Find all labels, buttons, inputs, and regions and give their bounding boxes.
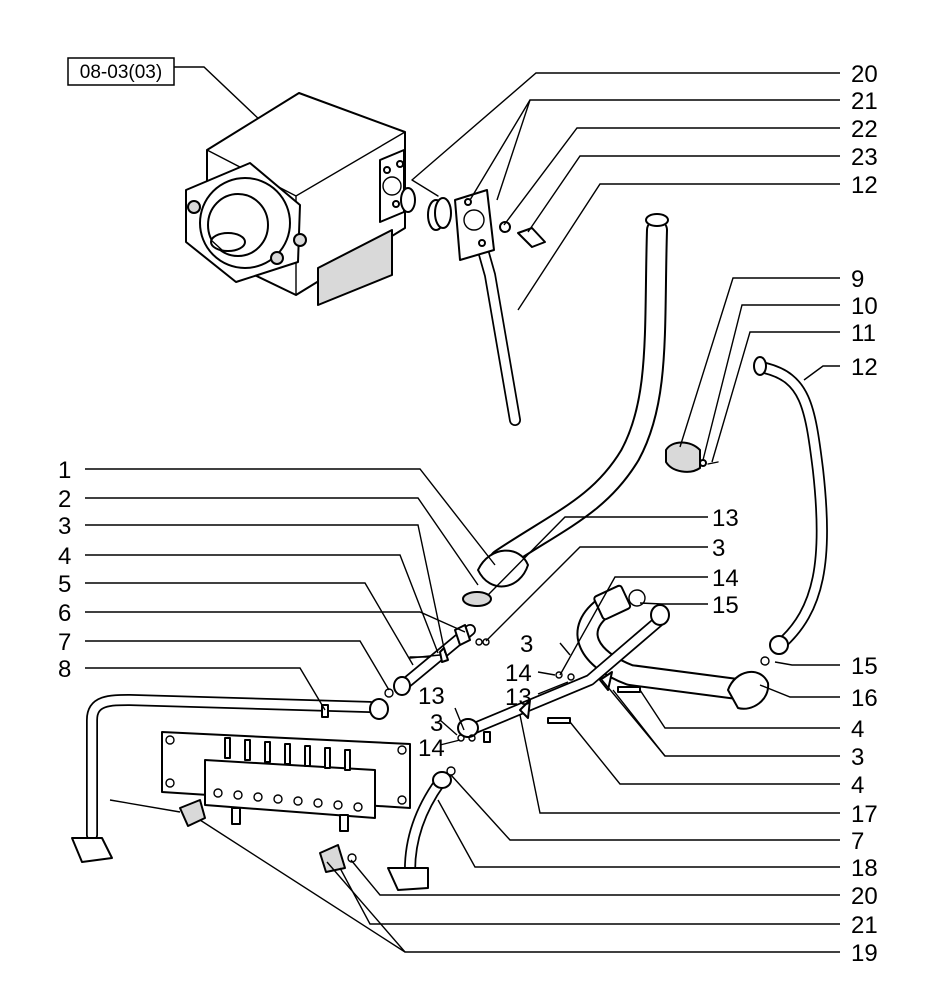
callout-7-right[interactable]: 7: [851, 828, 864, 855]
callout-10[interactable]: 10: [851, 293, 878, 320]
callout-3-right[interactable]: 3: [851, 744, 864, 771]
clamp-9: [665, 441, 719, 473]
suction-pipe-top: [400, 179, 546, 426]
callout-21-bottom[interactable]: 21: [851, 912, 878, 939]
callout-15-right[interactable]: 15: [851, 653, 878, 680]
callout-22-top[interactable]: 22: [851, 116, 878, 143]
callout-3-mid[interactable]: 3: [712, 535, 725, 562]
callout-16[interactable]: 16: [851, 685, 878, 712]
callout-14-center[interactable]: 14: [505, 660, 532, 687]
callout-13-center[interactable]: 13: [505, 684, 532, 711]
callout-13-lower[interactable]: 13: [418, 683, 445, 710]
callout-12-top[interactable]: 12: [851, 172, 878, 199]
callout-18[interactable]: 18: [851, 855, 878, 882]
callout-4-right-a[interactable]: 4: [851, 716, 864, 743]
callout-14-lower[interactable]: 14: [418, 735, 445, 762]
callout-1[interactable]: 1: [58, 457, 71, 484]
hydraulic-pump: [185, 92, 406, 306]
pipe-8: [71, 694, 389, 863]
hose-16: [576, 584, 770, 710]
leader-lines: [85, 72, 840, 953]
callout-7-left[interactable]: 7: [58, 629, 71, 656]
callout-numbers: 20 21 22 23 12 9 10 11 12 1 2 3 4 5 6 7 …: [58, 61, 878, 967]
callout-2[interactable]: 2: [58, 486, 71, 513]
callout-4-right-b[interactable]: 4: [851, 772, 864, 799]
pipe-17: [457, 604, 670, 738]
callout-6[interactable]: 6: [58, 600, 71, 627]
callout-13-mid[interactable]: 13: [712, 505, 739, 532]
reference-box[interactable]: 08-03(03): [67, 57, 263, 123]
callout-12-right[interactable]: 12: [851, 354, 878, 381]
pipe-18: [387, 766, 456, 891]
callout-3-center[interactable]: 3: [520, 631, 533, 658]
pipe-12-right: [753, 356, 828, 666]
callout-3-left[interactable]: 3: [58, 513, 71, 540]
callout-19[interactable]: 19: [851, 940, 878, 967]
callout-9[interactable]: 9: [851, 266, 864, 293]
callout-20-bottom[interactable]: 20: [851, 883, 878, 910]
callout-4-left[interactable]: 4: [58, 543, 71, 570]
callout-5[interactable]: 5: [58, 571, 71, 598]
callout-21-top[interactable]: 21: [851, 88, 878, 115]
callout-23-top[interactable]: 23: [851, 144, 878, 171]
callout-17[interactable]: 17: [851, 801, 878, 828]
callout-15-mid[interactable]: 15: [712, 592, 739, 619]
callout-8[interactable]: 8: [58, 656, 71, 683]
hose-1: [462, 213, 669, 607]
reference-box-label: 08-03(03): [80, 62, 162, 83]
control-valve: [161, 731, 411, 873]
callout-3-lower[interactable]: 3: [430, 710, 443, 737]
callout-11[interactable]: 11: [851, 320, 876, 347]
callout-14-mid[interactable]: 14: [712, 565, 739, 592]
hardware: [409, 638, 641, 743]
callout-20-top[interactable]: 20: [851, 61, 878, 88]
